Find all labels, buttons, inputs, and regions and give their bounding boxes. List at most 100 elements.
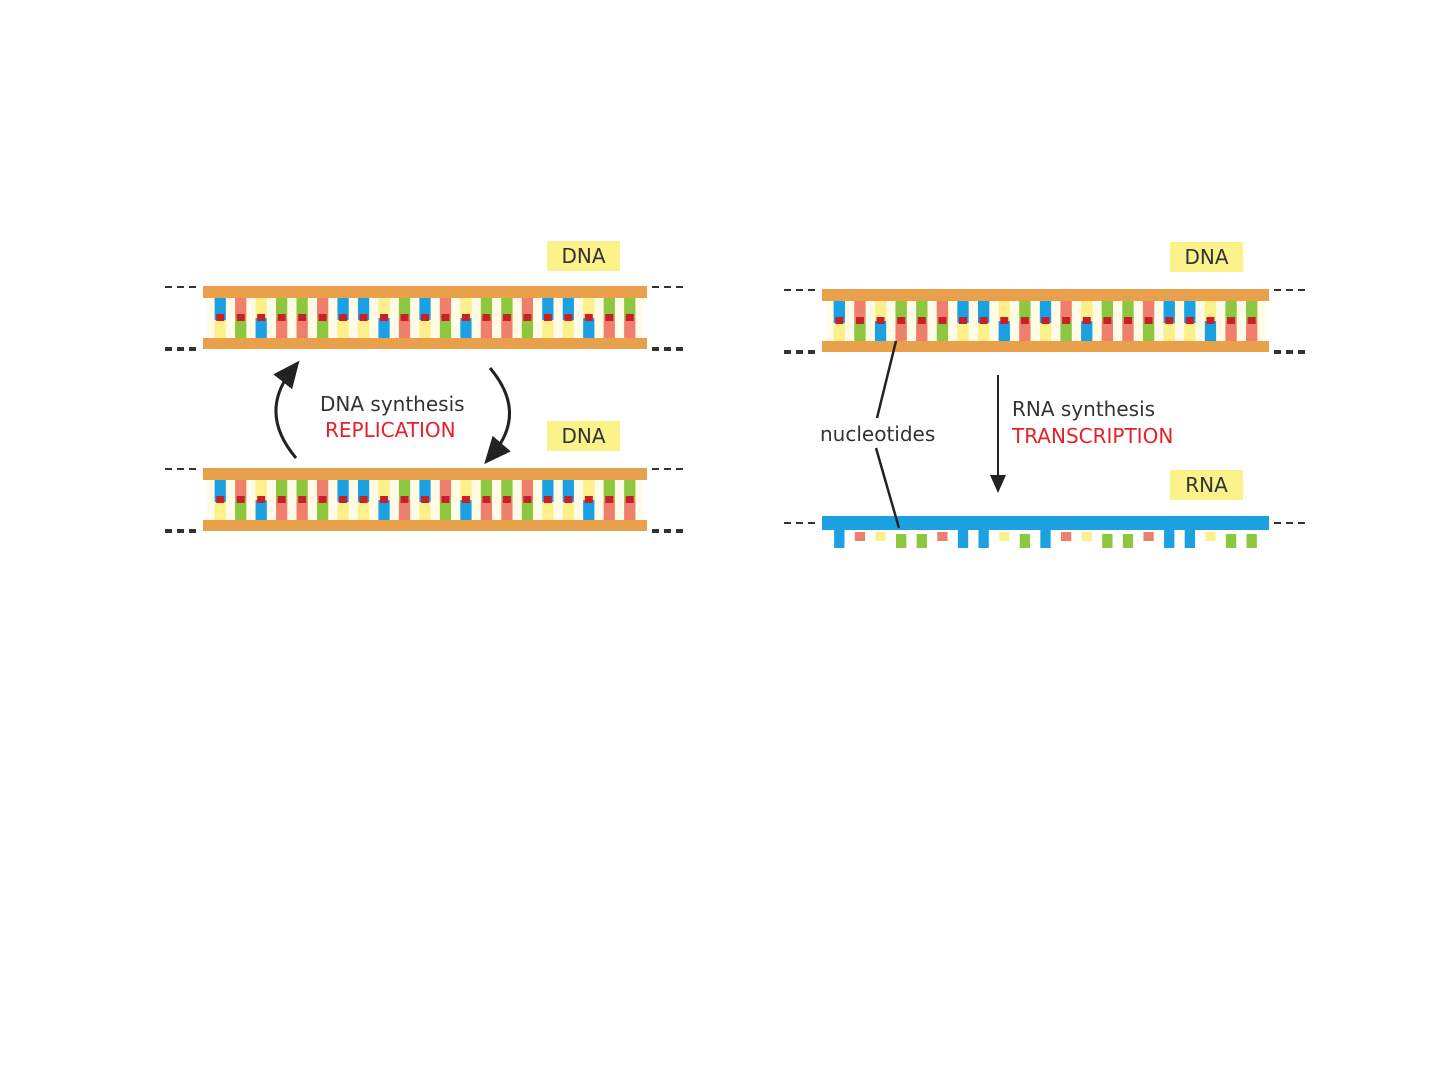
base-top xyxy=(255,298,267,318)
base-top xyxy=(316,298,329,318)
base-top xyxy=(235,480,247,500)
strand-continuation-dash xyxy=(165,286,172,288)
hydrogen-bond xyxy=(605,496,614,503)
base-bottom xyxy=(439,318,452,338)
hydrogen-bond xyxy=(564,314,573,321)
base-bottom xyxy=(854,321,866,341)
base-bottom xyxy=(378,318,390,338)
strand-continuation-dash xyxy=(808,522,815,524)
base-bottom xyxy=(296,500,308,520)
hydrogen-bond xyxy=(1247,317,1256,324)
strand-continuation-dash xyxy=(1286,350,1293,354)
hydrogen-bond xyxy=(543,314,552,321)
rna-base xyxy=(978,530,989,548)
strand-continuation-dash xyxy=(1286,289,1293,291)
cycle-arrow-right-icon xyxy=(484,367,511,465)
base-top xyxy=(235,298,247,318)
hydrogen-bond xyxy=(959,317,968,324)
base-top xyxy=(357,480,370,502)
strand-continuation-dash xyxy=(808,289,815,291)
hydrogen-bond xyxy=(216,314,225,321)
rna-base xyxy=(999,532,1010,541)
hydrogen-bond xyxy=(318,314,327,321)
sugar-phosphate-backbone xyxy=(203,468,647,480)
base-bottom xyxy=(480,500,493,520)
hydrogen-bond xyxy=(979,317,988,324)
hydrogen-bond xyxy=(502,314,511,321)
rna-synthesis-label: RNA synthesis xyxy=(1012,397,1156,421)
base-bottom xyxy=(255,500,267,520)
base-bottom xyxy=(1184,323,1196,341)
hydrogen-bond xyxy=(461,314,470,321)
rna-base xyxy=(875,532,886,541)
base-top xyxy=(1101,301,1114,321)
base-top xyxy=(501,298,513,318)
hydrogen-bond xyxy=(421,314,429,321)
base-top xyxy=(542,298,554,320)
rna-base xyxy=(1164,530,1175,548)
hydrogen-bond xyxy=(835,317,844,324)
hydrogen-bond xyxy=(876,317,885,324)
base-bottom xyxy=(542,502,554,520)
base-top xyxy=(214,298,226,320)
hydrogen-bond xyxy=(625,496,634,503)
hydrogen-bond xyxy=(564,496,573,503)
base-bottom xyxy=(255,318,267,338)
hydrogen-bond xyxy=(584,496,593,503)
hydrogen-bond xyxy=(1062,317,1071,324)
base-bottom xyxy=(214,320,226,338)
hydrogen-bond xyxy=(1020,317,1029,324)
rna-base xyxy=(834,530,845,548)
sugar-phosphate-backbone xyxy=(203,286,647,298)
base-bottom xyxy=(1142,321,1155,341)
strand-continuation-dash xyxy=(652,468,659,470)
base-bottom xyxy=(624,500,636,520)
strand-continuation-dash xyxy=(676,286,683,288)
strand-continuation-dash xyxy=(177,529,184,533)
hydrogen-bond xyxy=(359,314,368,321)
strand-continuation-dash xyxy=(165,347,172,351)
rna-label: RNA xyxy=(1170,470,1243,500)
base-bottom xyxy=(276,500,288,520)
base-bottom xyxy=(337,502,349,520)
base-bottom xyxy=(214,502,226,520)
hydrogen-bond xyxy=(938,317,947,324)
base-bottom xyxy=(357,502,370,520)
base-top xyxy=(1039,301,1052,323)
base-top xyxy=(603,298,615,318)
base-top xyxy=(957,301,969,323)
strand-continuation-dash xyxy=(676,347,683,351)
strand-continuation-dash xyxy=(1286,522,1293,524)
base-top xyxy=(583,480,595,500)
base-top xyxy=(501,480,513,500)
base-bottom xyxy=(1039,323,1052,341)
base-top xyxy=(562,480,574,502)
hydrogen-bond xyxy=(318,496,327,503)
hydrogen-bond xyxy=(400,314,409,321)
base-top xyxy=(276,480,288,500)
base-bottom xyxy=(460,318,472,338)
dna-label-top: DNA xyxy=(547,241,620,271)
base-bottom xyxy=(562,502,574,520)
strand-continuation-dash xyxy=(652,286,659,288)
strand-continuation-dash xyxy=(664,468,671,470)
dna-synthesis-label: DNA synthesis xyxy=(320,392,465,416)
hydrogen-bond xyxy=(1041,317,1050,324)
sugar-phosphate-backbone xyxy=(822,341,1269,352)
strand-continuation-dash xyxy=(652,529,659,533)
base-top xyxy=(398,298,411,318)
base-bottom xyxy=(521,318,534,338)
strand-continuation-dash xyxy=(177,347,184,351)
hydrogen-bond xyxy=(917,317,926,324)
base-bottom xyxy=(521,500,534,520)
dna-double-helix-top-left xyxy=(165,286,683,351)
base-top xyxy=(439,298,452,318)
strand-continuation-dash xyxy=(784,289,791,291)
base-top xyxy=(542,480,554,502)
base-top xyxy=(895,301,907,321)
rna-base xyxy=(1122,534,1134,548)
hydrogen-bond xyxy=(897,317,906,324)
base-bottom xyxy=(398,318,411,338)
base-bottom xyxy=(480,318,493,338)
sugar-phosphate-backbone xyxy=(203,520,647,531)
